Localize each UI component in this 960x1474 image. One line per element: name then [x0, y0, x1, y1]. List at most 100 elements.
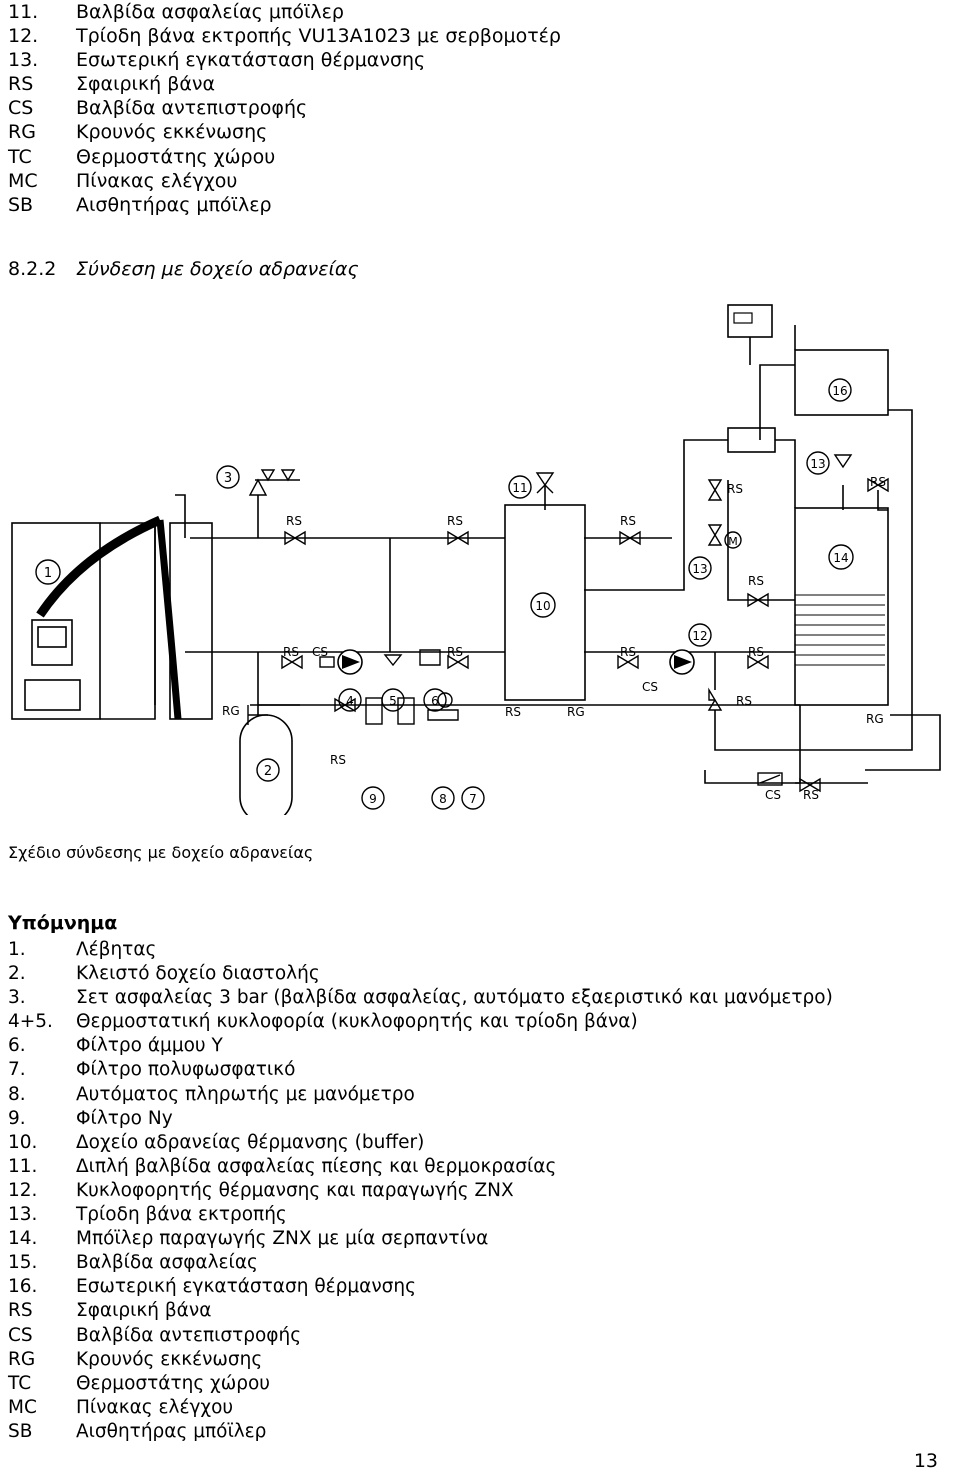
component-item-key: SB	[8, 193, 34, 216]
double-safety-valve-icon	[535, 472, 555, 494]
component-item-text: Πίνακας ελέγχου	[76, 169, 238, 192]
marker-7-label: 7	[469, 792, 477, 806]
marker-3	[216, 465, 240, 489]
rg-label: RG	[866, 712, 884, 726]
rs-label: RS	[803, 788, 819, 802]
cs-label: CS	[312, 645, 328, 659]
rs-label: RS	[330, 753, 346, 767]
legend-item: 15. Βαλβίδα ασφαλείας	[8, 1251, 833, 1275]
legend-item-text: Κυκλοφορητής θέρμανσης και παραγωγής ΖΝΧ	[76, 1179, 514, 1201]
legend-item-text: Βαλβίδα ασφαλείας	[76, 1252, 258, 1274]
legend-item-key: 3.	[8, 987, 26, 1009]
component-item-text: Βαλβίδα ασφαλείας μπόϊλερ	[76, 1, 344, 23]
legend-item-text: Κλειστό δοχείο διαστολής	[76, 963, 320, 985]
legend-item-key: CS	[8, 1324, 33, 1346]
diagram-caption: Σχέδιο σύνδεσης με δοχείο αδρανείας	[8, 843, 314, 862]
legend-item: 6. Φίλτρο άμμου Υ	[8, 1034, 833, 1058]
legend-item-key: 15.	[8, 1252, 38, 1274]
marker-14-label: 14	[833, 551, 848, 565]
connection-diagram: 1 2 3 10 11 14 16 13 13 12 M	[11, 304, 941, 815]
legend-item-key: MC	[8, 1396, 37, 1418]
legend-item: 8.Αυτόματος πληρωτής με μανόμετρο	[8, 1083, 833, 1107]
marker-5-label: 5	[389, 694, 397, 708]
pump-arrow-icon	[342, 655, 360, 669]
valve-labels: RS RS RS RS RS RS RS CS RS RS RS CS RS R…	[222, 475, 886, 802]
component-item-key: TC	[8, 145, 32, 168]
legend-item: RG Κρουνός εκκένωσης	[8, 1348, 833, 1372]
heating-installation	[794, 349, 889, 416]
legend-item: 10.Δοχείο αδρανείας θέρμανσης (buffer)	[8, 1131, 833, 1155]
legend-item: 7.Φίλτρο πολυφωσφατικό	[8, 1058, 833, 1082]
rs-label: RS	[505, 705, 521, 719]
rs-label: RS	[748, 574, 764, 588]
legend-item: 9.Φίλτρο Ny	[8, 1107, 833, 1131]
marker-1-label: 1	[44, 566, 52, 581]
component-item-key: 12.	[8, 25, 39, 48]
legend-item: 16.Εσωτερική εγκατάσταση θέρμανσης	[8, 1275, 833, 1299]
boiler-unit	[11, 515, 213, 720]
dhw-boiler	[794, 507, 889, 706]
marker-16-label: 16	[832, 384, 847, 398]
legend-item-key: 1.	[8, 939, 26, 960]
marker-7	[461, 786, 485, 810]
legend-item-text: Σφαιρική βάνα	[76, 1300, 212, 1322]
marker-11	[508, 475, 532, 499]
legend-item-text: Λέβητας	[76, 939, 157, 960]
marker-10	[530, 592, 556, 618]
marker-2-label: 2	[264, 764, 272, 779]
legend-item: 14.Μπόϊλερ παραγωγής ΖΝΧ με μία σερπαντί…	[8, 1227, 833, 1251]
component-item-text: Κρουνός εκκένωσης	[76, 121, 268, 144]
legend-item-key: RG	[8, 1348, 36, 1370]
marker-13	[688, 556, 712, 580]
legend-item-key: 11.	[8, 1155, 38, 1177]
rs-label: RS	[283, 645, 299, 659]
component-item-key: RG	[8, 121, 36, 144]
legend-item-key: 7.	[8, 1059, 26, 1081]
legend-item-text: Τρίοδη βάνα εκτροπής	[76, 1204, 287, 1226]
marker-8	[431, 786, 455, 810]
marker-2	[256, 758, 280, 782]
legend-item-text: Διπλή βαλβίδα ασφαλείας πίεσης και θερμο…	[76, 1155, 557, 1177]
legend-item-text: Εσωτερική εγκατάσταση θέρμανσης	[76, 1276, 416, 1298]
rs-label: RS	[748, 645, 764, 659]
legend-item-text: Αισθητήρας μπόϊλερ	[76, 1420, 267, 1442]
legend-item-text: Δοχείο αδρανείας θέρμανσης (buffer)	[76, 1131, 425, 1153]
control-panel-display	[733, 312, 753, 324]
marker-9	[361, 786, 385, 810]
legend-item-key: 9.	[8, 1107, 26, 1129]
rs-label: RS	[447, 645, 463, 659]
component-item: 11.Βαλβίδα ασφαλείας μπόϊλερ	[8, 0, 561, 24]
marker-9-label: 9	[369, 792, 377, 806]
component-item-key: 13.	[8, 49, 39, 72]
rg-label: RG	[567, 705, 585, 719]
marker-11-label: 11	[512, 481, 527, 495]
marker-12-label: 12	[692, 629, 707, 643]
marker-4-label: 4	[346, 694, 354, 708]
component-item-text: Σφαιρική βάνα	[76, 73, 216, 96]
legend-item: SB Αισθητήρας μπόϊλερ	[8, 1420, 833, 1444]
component-item-text: Βαλβίδα αντεπιστροφής	[76, 97, 308, 120]
marker-6	[423, 688, 447, 712]
legend-item-text: Πίνακας ελέγχου	[76, 1396, 234, 1418]
legend-item: 3.Σετ ασφαλείας 3 bar (βαλβίδα ασφαλείας…	[8, 986, 833, 1010]
legend-item-key: 6.	[8, 1035, 26, 1057]
legend-item-key: 2.	[8, 963, 26, 985]
buffer-tank	[504, 504, 586, 701]
room-thermostat	[727, 427, 776, 453]
marker-4	[338, 688, 362, 712]
rs-label: RS	[286, 514, 302, 528]
component-item: 12.Τρίοδη βάνα εκτροπής VU13A1023 με σερ…	[8, 24, 561, 48]
pump-arrow-icon	[674, 655, 692, 669]
safety-valve-icon	[833, 454, 853, 469]
legend-item-text: Φίλτρο άμμου Υ	[76, 1035, 223, 1057]
legend-item-text: Κρουνός εκκένωσης	[76, 1348, 263, 1370]
coil	[795, 594, 885, 666]
legend-item-key: SB	[8, 1420, 33, 1442]
legend-item: 11. Διπλή βαλβίδα ασφαλείας πίεσης και θε…	[8, 1155, 833, 1179]
